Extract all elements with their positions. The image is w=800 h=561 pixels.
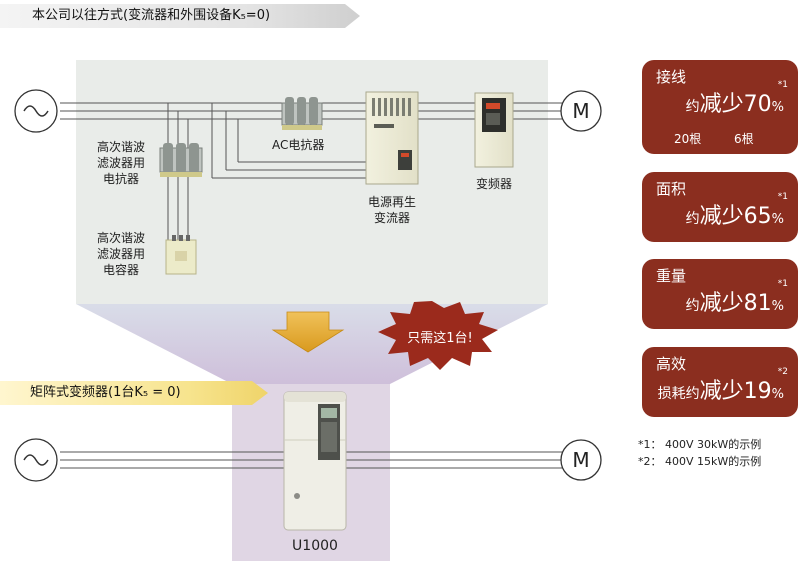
filter-reactor-device: [159, 143, 203, 177]
benefit-title: 接线: [656, 68, 687, 86]
benefit-footnote-mark: *2: [777, 367, 788, 377]
benefit-value: 约减少65%: [685, 204, 784, 229]
motor-label-bottom: M: [572, 448, 590, 472]
regen-converter-label: 电源再生 变流器: [367, 195, 416, 225]
callout-text: 只需这1台!: [407, 331, 473, 346]
benefit-detail-to: 6根: [734, 132, 754, 146]
benefit-value: 约减少70%: [685, 92, 784, 117]
matrix-title-banner: 矩阵式变频器(1台K₅ = 0): [0, 381, 268, 405]
inverter-device: [474, 92, 514, 168]
matrix-title: 矩阵式变频器(1台K₅ = 0): [30, 385, 181, 400]
down-arrow: [271, 311, 345, 353]
filter-capacitor-device: [165, 235, 197, 275]
filter-capacitor-label: 高次谐波 滤波器用 电容器: [96, 231, 145, 277]
callout-burst: [378, 301, 498, 370]
benefit-value: 损耗约减少19%: [657, 379, 784, 404]
motor-label-top: M: [572, 99, 590, 123]
filter-reactor-label: 高次谐波 滤波器用 电抗器: [96, 140, 145, 186]
benefit-footnote-mark: *1: [777, 80, 788, 90]
motor-icon-bottom: [560, 439, 602, 481]
product-label: U1000: [292, 538, 338, 554]
benefit-title: 高效: [656, 355, 687, 373]
benefit-weight-panel: 重量 *1 约减少81%: [642, 259, 798, 329]
u1000-device: [283, 391, 347, 531]
benefit-footnote-mark: *1: [777, 279, 788, 289]
benefit-value: 约减少81%: [685, 291, 784, 316]
traditional-title: 本公司以往方式(变流器和外围设备K₅=0): [32, 8, 271, 23]
benefit-efficiency-panel: 高效 *2 损耗约减少19%: [642, 347, 798, 417]
motor-icon-top: [560, 90, 602, 132]
benefit-title: 面积: [656, 180, 687, 198]
inverter-label: 变频器: [475, 177, 512, 191]
ac-reactor-label: AC电抗器: [272, 138, 325, 152]
benefit-detail-from: 20根: [674, 132, 702, 146]
benefit-title: 重量: [656, 267, 687, 285]
traditional-title-banner: 本公司以往方式(变流器和外围设备K₅=0): [0, 4, 360, 28]
footnote-1: *1： 400V 30kW的示例: [638, 438, 762, 451]
benefit-area-panel: 面积 *1 约减少65%: [642, 172, 798, 242]
benefit-wiring-panel: 接线 *1 约减少70% 20根 6根: [642, 60, 798, 154]
ac-reactor-device: [281, 97, 323, 130]
footnote-2: *2： 400V 15kW的示例: [638, 455, 762, 468]
regen-converter-device: [365, 91, 419, 185]
benefit-footnote-mark: *1: [777, 192, 788, 202]
